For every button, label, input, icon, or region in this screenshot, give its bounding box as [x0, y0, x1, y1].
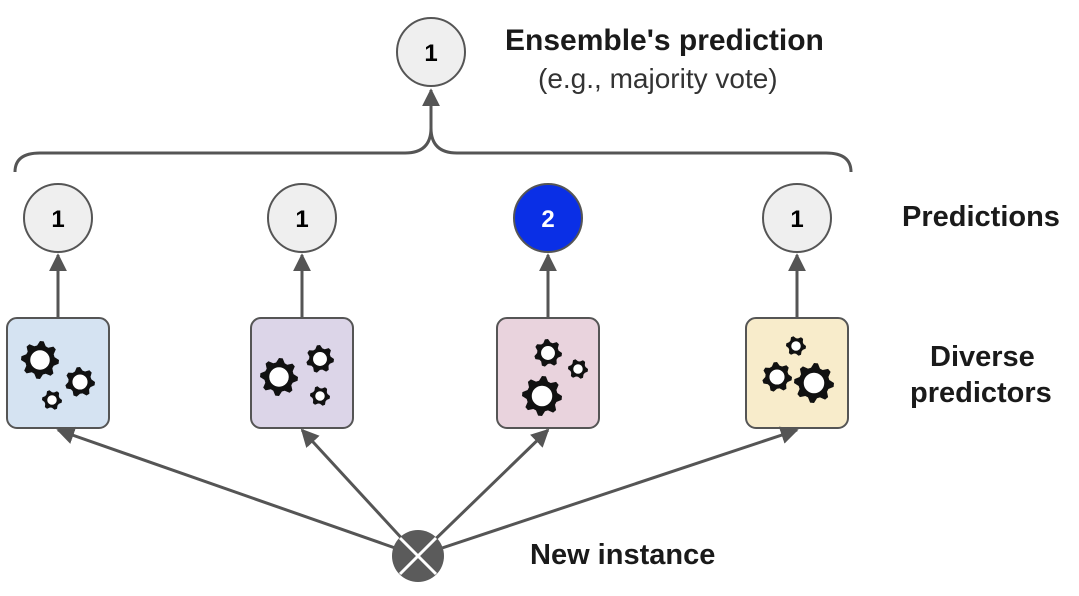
instance-arrow: [56, 426, 419, 558]
gear-icon: [42, 390, 62, 410]
gear-icon: [306, 345, 334, 373]
predictor-box: [745, 317, 849, 429]
ensemble-subtitle: (e.g., majority vote): [538, 63, 778, 94]
gear-icon: [260, 358, 298, 396]
gear-icon: [522, 376, 562, 416]
predictor-box: [6, 317, 110, 429]
predictor-box: [496, 317, 600, 429]
gear-icon: [762, 362, 792, 392]
new-instance-label: New instance: [530, 539, 716, 571]
predictor-column: 1: [745, 183, 849, 429]
prediction-node: 1: [762, 183, 832, 253]
prediction-value: 1: [790, 206, 803, 233]
gears-icon: [762, 336, 834, 403]
prediction-node: 2: [513, 183, 583, 253]
gears-icon: [522, 339, 588, 416]
predictor-column: 1: [6, 183, 110, 429]
predictions-label: Predictions: [902, 201, 1060, 233]
ensemble-brace: [13, 127, 853, 173]
ensemble-prediction-node: 1: [396, 17, 466, 87]
prediction-value: 1: [51, 206, 64, 233]
gear-icon: [534, 339, 562, 367]
gear-icon: [21, 341, 59, 379]
ensemble-prediction-value: 1: [424, 40, 437, 67]
diverse-label-line1: Diverse: [930, 341, 1035, 373]
gear-icon: [794, 363, 834, 403]
gear-icon: [568, 359, 588, 379]
prediction-node: 1: [267, 183, 337, 253]
instance-arrow: [416, 428, 550, 558]
gears-icon: [21, 341, 95, 410]
gear-icon: [786, 336, 806, 356]
predictor-column: 1: [250, 183, 354, 429]
gear-icon: [65, 367, 95, 397]
prediction-value: 1: [295, 206, 308, 233]
diverse-label-line2: predictors: [910, 377, 1052, 409]
predictor-column: 2: [496, 183, 600, 429]
new-instance-node: [392, 530, 444, 582]
instance-arrow: [300, 428, 420, 558]
gear-icon: [310, 386, 330, 406]
prediction-value: 2: [541, 206, 554, 233]
ensemble-title: Ensemble's prediction: [505, 24, 824, 57]
instance-arrow: [417, 426, 799, 558]
gears-icon: [260, 345, 334, 406]
predictor-box: [250, 317, 354, 429]
prediction-node: 1: [23, 183, 93, 253]
